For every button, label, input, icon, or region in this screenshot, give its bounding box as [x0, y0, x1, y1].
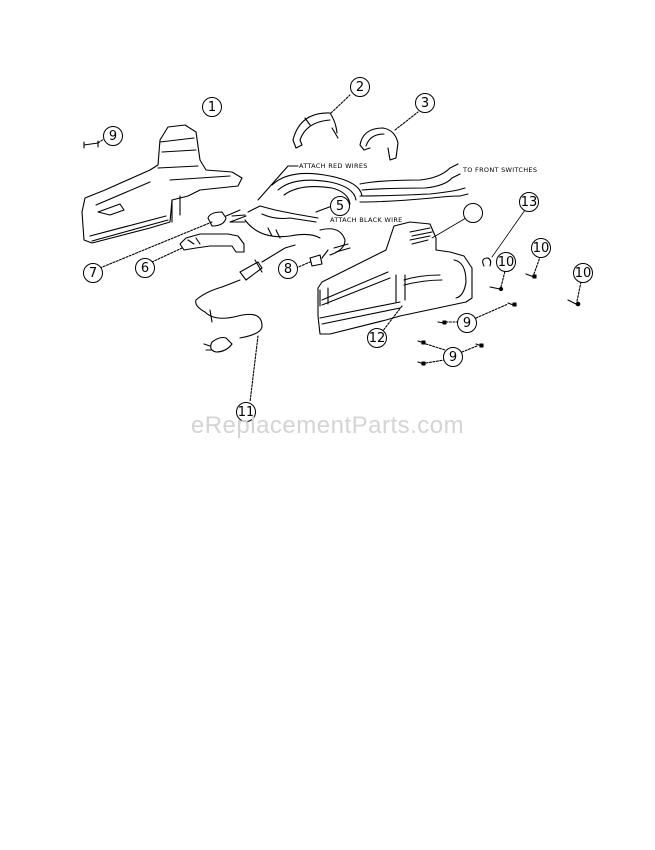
callout-number: 13	[521, 195, 538, 210]
callout-12: 12	[367, 328, 387, 348]
terminal-part	[295, 243, 351, 269]
callout-10: 10	[496, 252, 516, 272]
callout-7: 7	[83, 263, 103, 283]
callout-number: 11	[238, 405, 255, 420]
callout-1: 1	[202, 97, 222, 117]
callout-number: 10	[533, 241, 550, 256]
screw-part	[567, 281, 582, 307]
leader-line	[257, 165, 289, 201]
callout-9: 9	[443, 347, 463, 367]
callout-number: 5	[336, 199, 344, 214]
callout-circle	[330, 196, 350, 216]
callout-circle	[135, 258, 155, 278]
callout-circle	[415, 93, 435, 113]
screw-part	[417, 340, 484, 366]
callout-circle	[463, 203, 483, 223]
brush-holder-part	[359, 111, 419, 161]
callout-circle	[519, 192, 539, 212]
callout-circle	[202, 97, 222, 117]
callout-10: 10	[531, 238, 551, 258]
front-switches-label: TO FRONT SWITCHES	[462, 166, 537, 174]
callout-circle	[83, 263, 103, 283]
screw-part	[525, 256, 541, 279]
connector-part	[207, 209, 247, 227]
callout-circle	[367, 328, 387, 348]
callout-number: 2	[356, 80, 364, 95]
callout-circle	[236, 402, 256, 422]
wiring-harness	[229, 163, 469, 256]
callout-circle	[496, 252, 516, 272]
callout-number: 9	[463, 316, 471, 331]
callout-circle	[350, 77, 370, 97]
callout-11: 11	[236, 402, 256, 422]
callout-13: 13	[519, 192, 539, 212]
callout-circle	[443, 347, 463, 367]
power-cord-part	[195, 244, 296, 403]
callout-2: 2	[350, 77, 370, 97]
callout-number: 10	[575, 266, 592, 281]
callout-circle	[278, 259, 298, 279]
callout-circle	[573, 263, 593, 283]
attach-red-wires-label: ATTACH RED WIRES	[299, 162, 368, 170]
callout-circle	[531, 238, 551, 258]
callout-6: 6	[135, 258, 155, 278]
screw-part	[437, 302, 517, 325]
watermark: eReplacementParts.com	[190, 412, 465, 439]
right-housing-part	[317, 217, 473, 335]
callout-number: 10	[498, 255, 515, 270]
clip-part	[482, 209, 526, 267]
callout-number: 12	[369, 331, 386, 346]
callout-3: 3	[415, 93, 435, 113]
leader-line	[315, 205, 333, 213]
screw-part	[83, 138, 105, 149]
callout-5: 5	[330, 196, 350, 216]
callout-number: 9	[449, 350, 457, 365]
callout-number: 8	[284, 262, 292, 277]
callout-circle	[457, 313, 477, 333]
callout-9: 9	[457, 313, 477, 333]
callout-circle	[103, 126, 123, 146]
callout-blank	[463, 203, 483, 223]
callout-number: 7	[89, 266, 97, 281]
callout-number: 9	[109, 129, 117, 144]
brush-holder-part	[292, 94, 351, 149]
callout-number: 1	[208, 100, 216, 115]
callout-number: 3	[421, 96, 429, 111]
callout-10: 10	[573, 263, 593, 283]
leader-line	[99, 221, 213, 269]
callout-8: 8	[278, 259, 298, 279]
callout-number: 6	[141, 261, 149, 276]
switch-lever-part	[151, 233, 245, 263]
screw-part	[489, 270, 506, 292]
attach-black-wire-label: ATTACH BLACK WIRE	[330, 216, 403, 224]
left-housing-part	[81, 124, 243, 244]
callout-9: 9	[103, 126, 123, 146]
